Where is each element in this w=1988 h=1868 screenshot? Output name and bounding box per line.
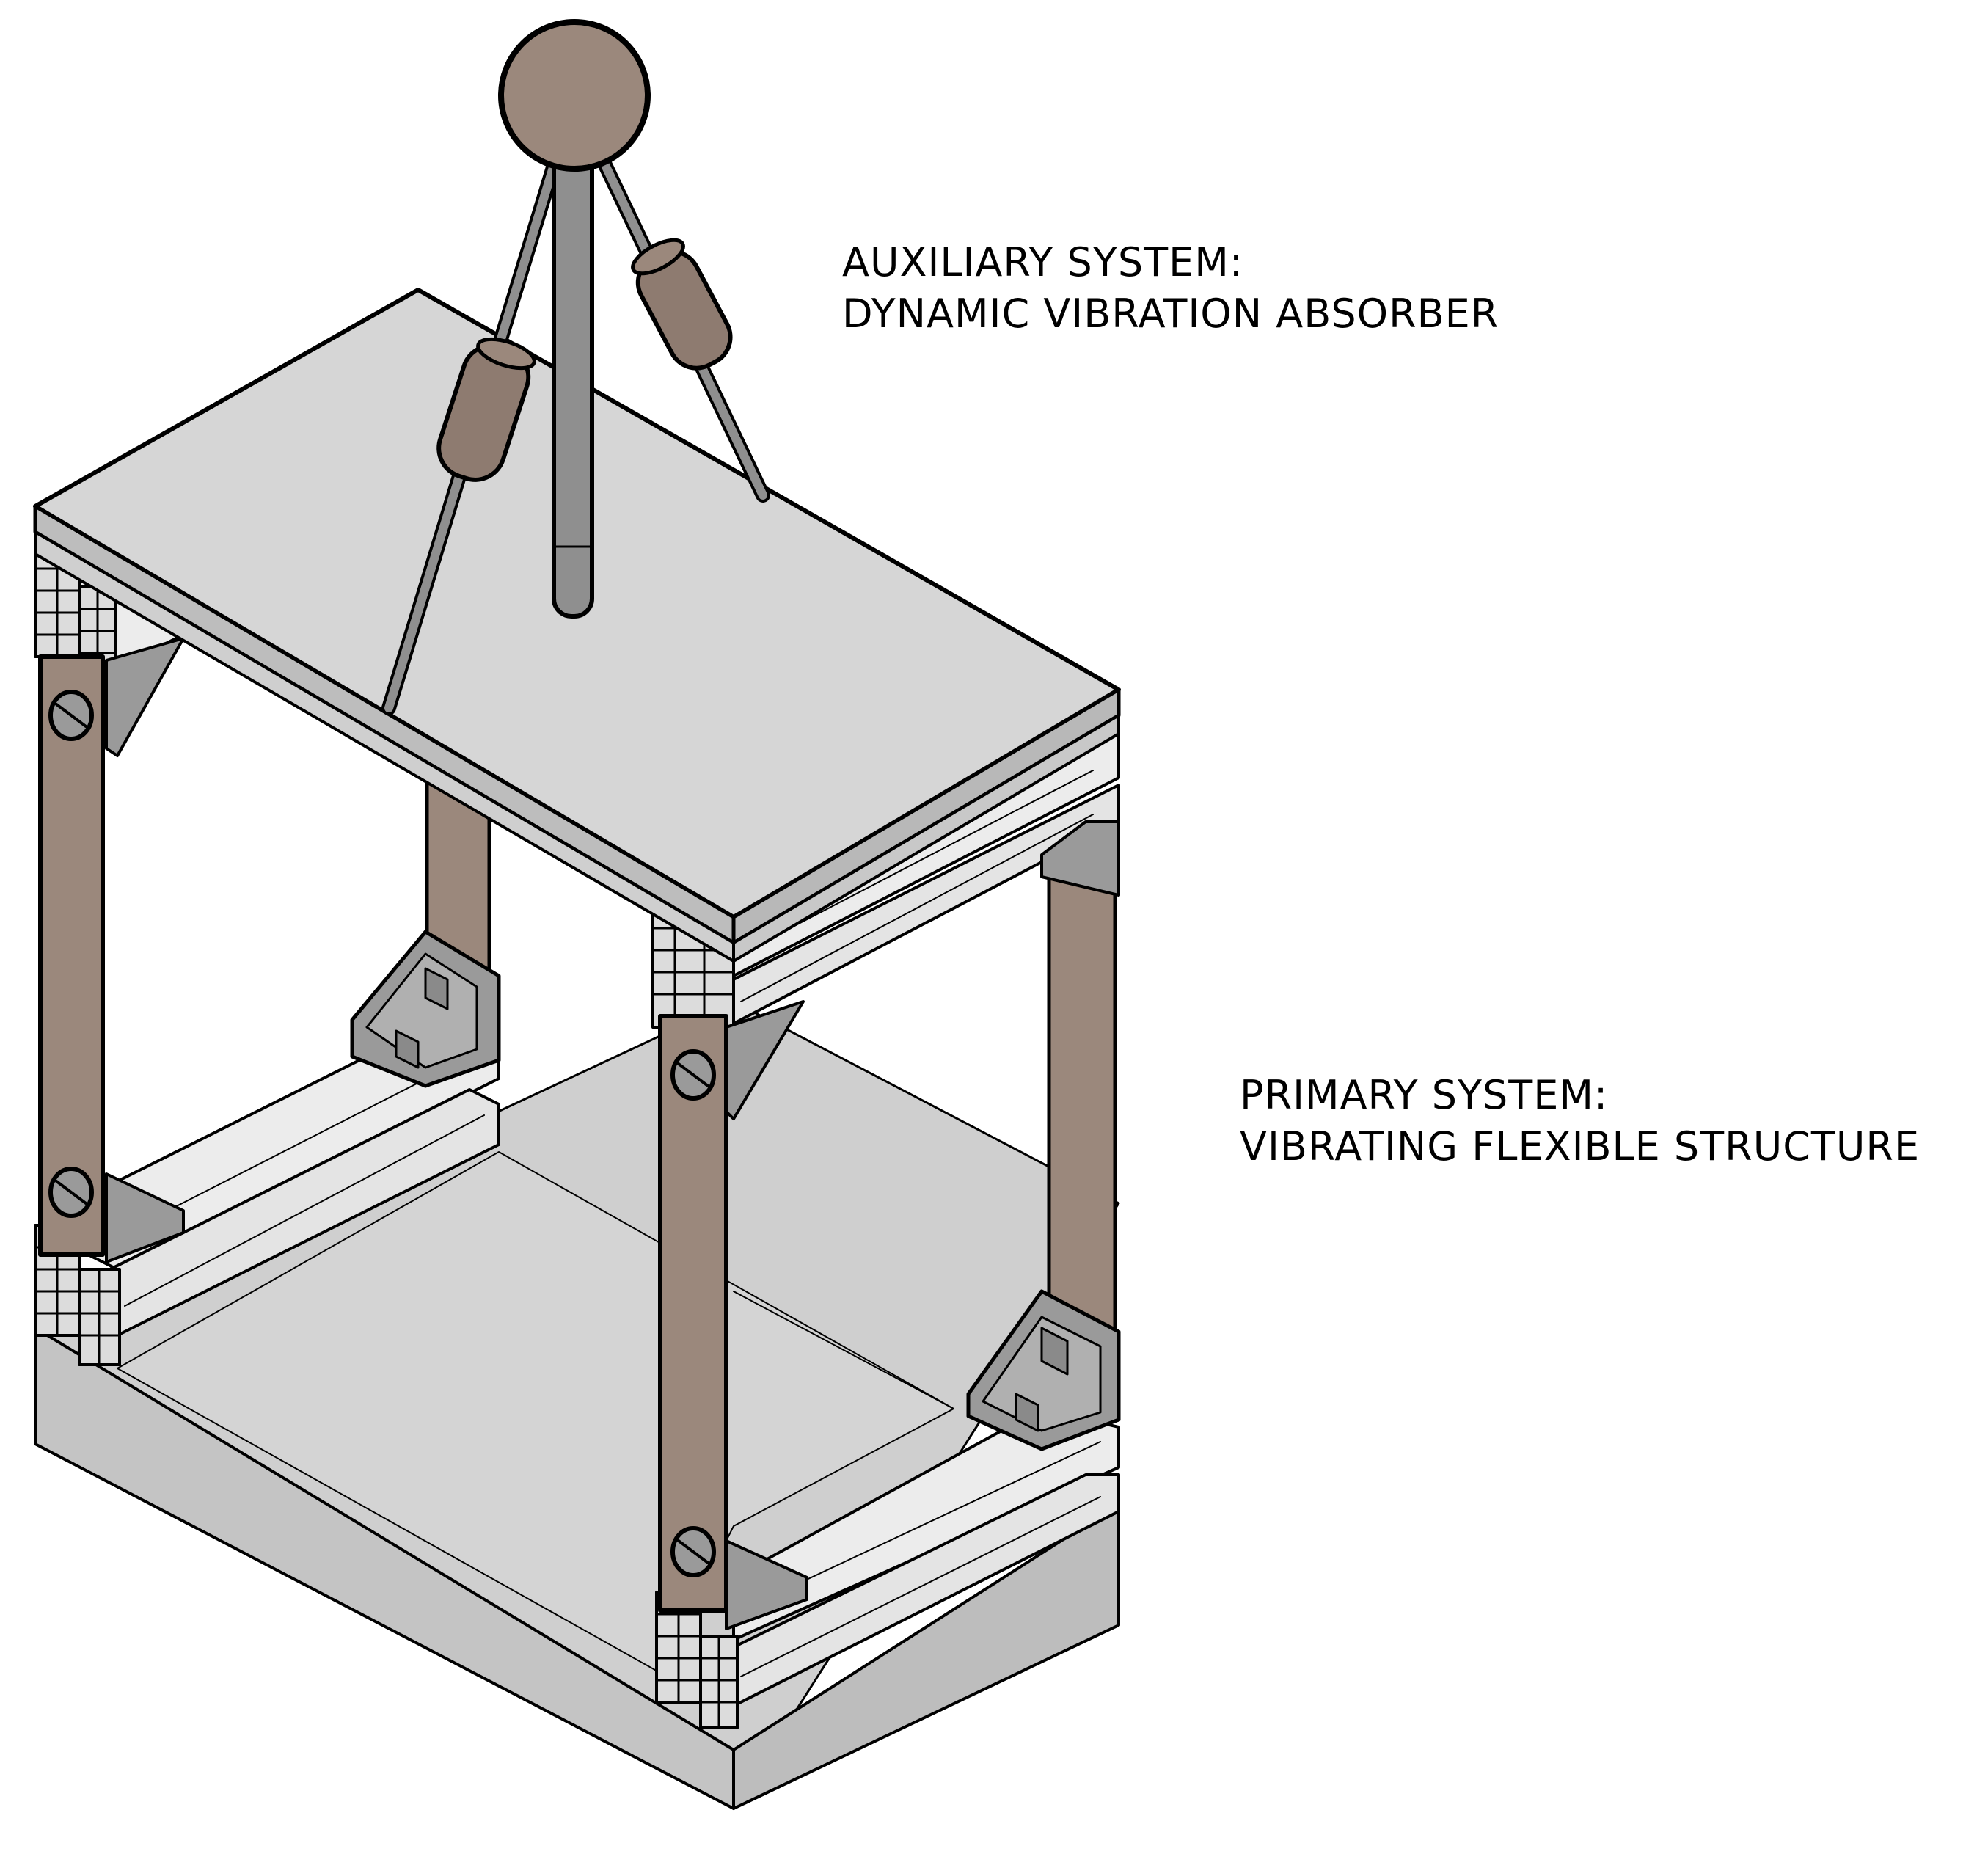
primary-system-title: PRIMARY SYSTEM: bbox=[1240, 1072, 1609, 1118]
bolt-hole-icon bbox=[670, 1049, 716, 1101]
bolt-hole-icon bbox=[48, 1167, 94, 1218]
corner-bracket-icon bbox=[1040, 820, 1120, 897]
base-slab bbox=[34, 1000, 1120, 1810]
primary-system-subtitle: VIBRATING FLEXIBLE STRUCTURE bbox=[1240, 1123, 1921, 1170]
auxiliary-system-label: AUXILIARY SYSTEM: DYNAMIC VIBRATION ABSO… bbox=[842, 237, 1499, 340]
bolt-hole-icon bbox=[670, 1526, 716, 1577]
bottom-frame bbox=[34, 1011, 1120, 1729]
column-front-left bbox=[38, 654, 105, 1257]
absorber-left-mass bbox=[436, 337, 536, 482]
front-right-column bbox=[658, 1014, 728, 1613]
absorber-right-mass bbox=[631, 238, 733, 371]
base-inner-floor bbox=[117, 1151, 954, 1674]
auxiliary-system-title: AUXILIARY SYSTEM: bbox=[842, 239, 1243, 285]
base-slab-right-face bbox=[732, 1503, 1120, 1810]
absorber-central-rod bbox=[552, 137, 594, 619]
absorber-tip-mass bbox=[498, 19, 651, 172]
corner-bracket-icon bbox=[105, 1172, 185, 1263]
primary-system-label: PRIMARY SYSTEM: VIBRATING FLEXIBLE STRUC… bbox=[1240, 1070, 1920, 1172]
auxiliary-system-subtitle: DYNAMIC VIBRATION ABSORBER bbox=[842, 291, 1499, 337]
column-front-right bbox=[658, 1014, 728, 1613]
corner-bracket-icon bbox=[350, 930, 501, 1088]
vibration-absorber bbox=[381, 19, 770, 715]
column-back-right bbox=[1047, 856, 1117, 1345]
bolt-hole-icon bbox=[48, 690, 94, 741]
corner-bracket-icon bbox=[966, 1289, 1121, 1451]
corner-bracket-icon bbox=[105, 637, 185, 757]
front-left-column bbox=[38, 654, 105, 1257]
